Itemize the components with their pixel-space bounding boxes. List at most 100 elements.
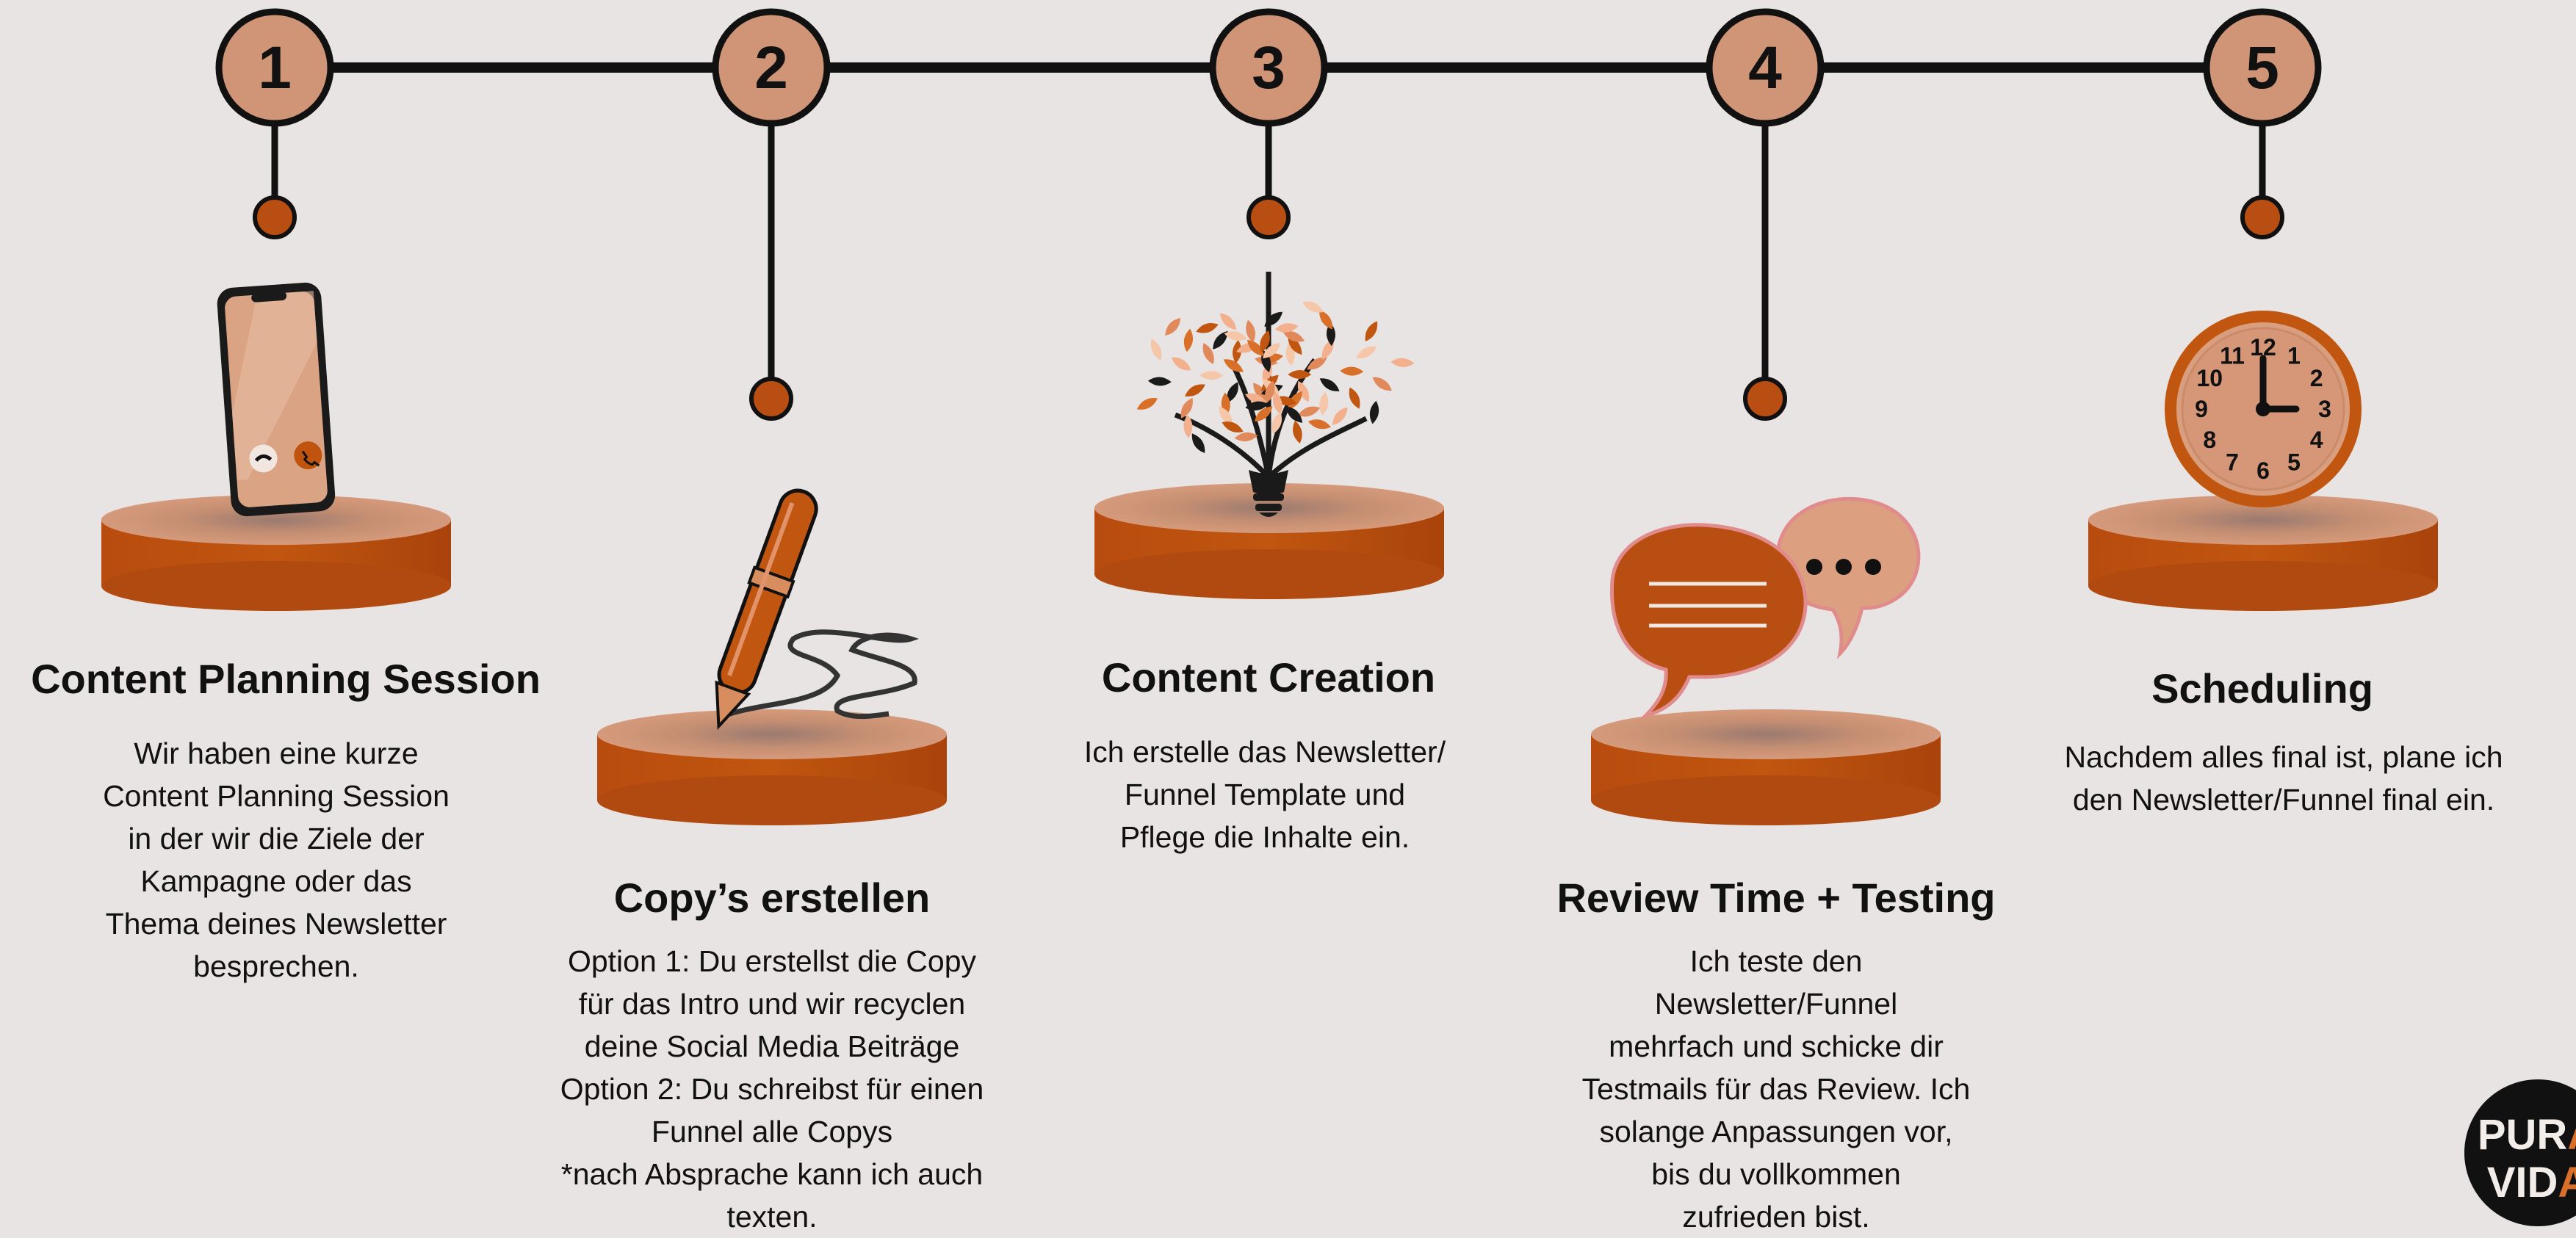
svg-text:PURA: PURA: [2478, 1111, 2576, 1159]
leaf: [1288, 336, 1302, 355]
leaf: [1307, 419, 1331, 430]
chat-bubbles-icon: [1609, 496, 1921, 720]
leaf: [1223, 359, 1244, 372]
clock-numeral: 2: [2310, 365, 2323, 391]
leaf: [1150, 339, 1162, 361]
leaf: [1265, 380, 1275, 403]
clock-numeral: 9: [2195, 396, 2208, 422]
leaf: [1183, 328, 1194, 352]
step-1-badge: 1: [215, 8, 334, 127]
step-5-title: Scheduling: [2151, 665, 2373, 712]
leaf: [1288, 370, 1312, 379]
leaf: [1171, 357, 1191, 371]
step-2-badge: 2: [712, 8, 831, 127]
leaf: [1319, 310, 1333, 330]
leaf: [1369, 400, 1379, 424]
leaf: [1196, 323, 1219, 333]
clock-numeral: 1: [2287, 342, 2301, 369]
pen-icon: [715, 488, 920, 731]
leaf: [1356, 346, 1377, 359]
pedestal-step-2: [597, 709, 947, 825]
leaf: [1219, 406, 1233, 426]
leaf: [1245, 401, 1269, 410]
brand-logo: PURA VIDA: [2464, 1079, 2576, 1226]
leaf: [1297, 406, 1321, 417]
step-4-number: 4: [1748, 35, 1782, 101]
leaf: [1213, 330, 1228, 350]
leaf: [1271, 411, 1282, 435]
svg-text:VIDA: VIDA: [2487, 1159, 2576, 1206]
clock-numeral: 11: [2220, 342, 2245, 369]
step-2-title: Copy’s erstellen: [613, 875, 931, 921]
leaf: [1340, 366, 1364, 376]
leaf: [1319, 391, 1329, 416]
step-2-number: 2: [754, 35, 788, 101]
pedestal-step-4: [1591, 709, 1941, 825]
step-4-title: Review Time + Testing: [1556, 875, 1996, 921]
leaf: [1326, 322, 1335, 347]
leaf: [1264, 311, 1283, 327]
leaf: [1253, 383, 1268, 402]
leaf: [1262, 343, 1281, 358]
idea-tree-bulb-icon: [1136, 272, 1415, 517]
pedestal-step-3: [1094, 483, 1444, 599]
leaf: [1227, 382, 1238, 403]
clock-numeral: 3: [2318, 396, 2331, 422]
leaf: [1302, 301, 1324, 313]
leaf: [1307, 357, 1327, 370]
pedestal-step-5: [2088, 495, 2438, 611]
leaf: [1202, 342, 1214, 364]
leaf: [1272, 391, 1282, 415]
step-3-title: Content Creation: [1101, 654, 1436, 701]
leaf: [1191, 433, 1205, 454]
step-5-badge: 5: [2203, 8, 2322, 127]
leaf: [1185, 384, 1205, 397]
leaf: [1199, 371, 1224, 380]
clock-numeral: 6: [2256, 457, 2270, 484]
leaf: [1332, 407, 1348, 426]
leaf: [1297, 380, 1310, 402]
clock-numeral: 10: [2197, 365, 2223, 391]
clock-numeral: 8: [2203, 427, 2216, 453]
step-3-description: Ich erstelle das Newsletter/ Funnel Temp…: [1083, 735, 1446, 854]
clock-numeral: 7: [2226, 449, 2239, 476]
step-1-title: Content Planning Session: [31, 656, 541, 702]
leaf: [1180, 397, 1193, 419]
leaf: [1147, 377, 1172, 386]
leaf: [1245, 393, 1267, 405]
step-2-description: Option 1: Du erstellst die Copy für das …: [560, 944, 984, 1234]
step-5-description: Nachdem alles final ist, plane ich den N…: [2064, 740, 2503, 817]
leaf: [1349, 387, 1360, 409]
leaf: [1390, 358, 1415, 367]
leaf: [1254, 406, 1273, 422]
leaf: [1282, 330, 1305, 342]
step-1-description: Wir haben eine kurze Content Planning Se…: [103, 736, 450, 983]
leaf: [1274, 323, 1299, 333]
leaf: [1365, 321, 1378, 341]
leaf: [1183, 414, 1193, 438]
leaf: [1165, 317, 1181, 336]
step-3-badge: 3: [1209, 8, 1328, 127]
leaf: [1319, 378, 1340, 391]
step-4-badge: 4: [1706, 8, 1825, 127]
leaf: [1246, 319, 1255, 343]
smartphone-icon: [217, 282, 336, 517]
leaf: [1234, 432, 1258, 442]
leaf: [1372, 377, 1392, 391]
leaf: [1246, 339, 1264, 357]
clock-numeral: 5: [2287, 449, 2301, 476]
pedestal-step-1: [101, 495, 451, 611]
leaf: [1224, 331, 1247, 341]
leaf: [1285, 406, 1303, 423]
step-4-description: Ich teste den Newsletter/Funnel mehrfach…: [1581, 944, 1971, 1234]
step-3-number: 3: [1252, 35, 1285, 101]
leaf: [1293, 420, 1302, 444]
clock-numeral: 4: [2310, 427, 2323, 453]
step-5-number: 5: [2245, 35, 2279, 101]
step-1-number: 1: [258, 35, 292, 101]
leaf: [1260, 330, 1270, 353]
leaf: [1222, 421, 1244, 432]
